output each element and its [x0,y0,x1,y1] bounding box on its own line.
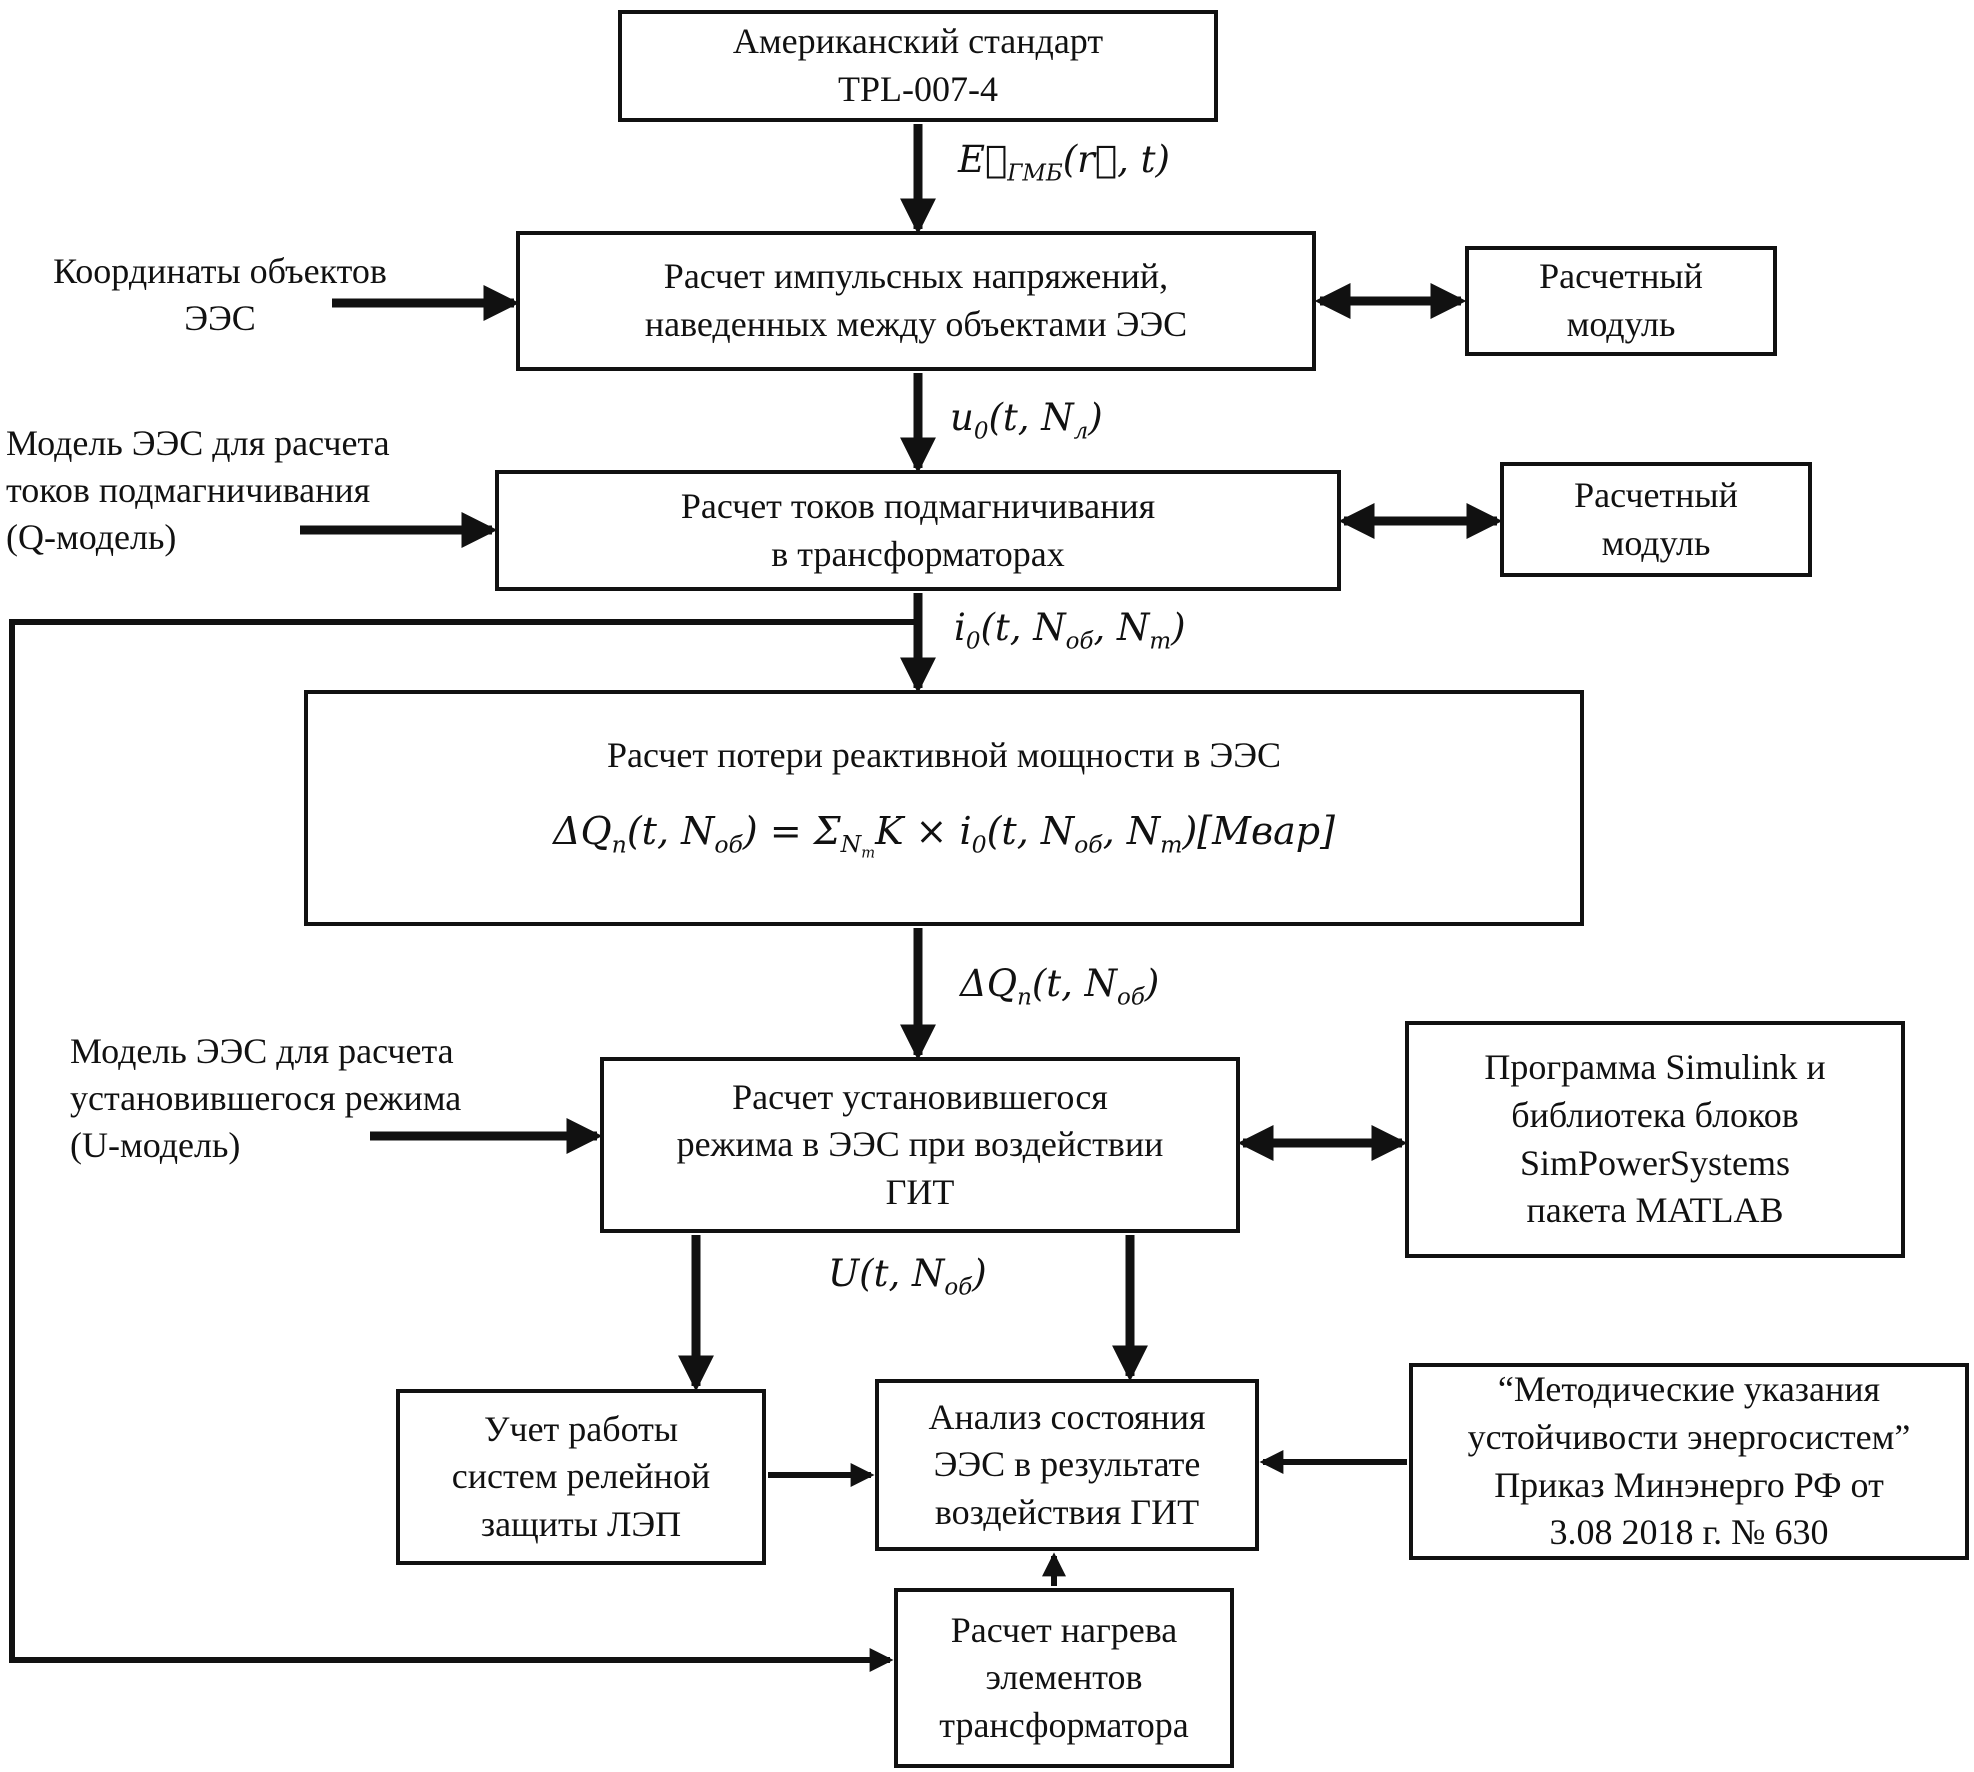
box-impulse-line-2: наведенных между объектами ЭЭС [644,304,1188,344]
box-magnetization-line-2: в трансформаторах [771,533,1065,574]
box-steady-line-2: режима в ЭЭС при воздействии [676,1124,1164,1165]
box-relay-line-2: систем релейной [451,1456,711,1497]
box-calc-module-1-line-1: Расчетный [1539,256,1703,297]
signal-label-e-field: E⃗ГМБ(r⃗, t) [958,138,1170,187]
box-transformer-heating: Расчет нагрева элементов трансформатора [894,1588,1234,1768]
box-simulink-line-3: SimPowerSystems [1519,1142,1791,1183]
box-guidelines-line-2: устойчивости энергосистем” [1467,1416,1911,1457]
box-relay-line-1: Учет работы [483,1408,679,1449]
box-relay-line-3: защиты ЛЭП [480,1503,682,1544]
box-standard-line-2: TPL-007-4 [838,69,998,109]
signal-label-u: U(t, Nоб) [828,1252,987,1301]
input-label-qmodel: Модель ЭЭС для расчета токов подмагничив… [6,420,486,560]
box-impulse-line-1: Расчет импульсных напряжений, [663,256,1169,297]
box-state-analysis: Анализ состояния ЭЭС в результате воздей… [875,1379,1259,1551]
box-reactive-formula: ΔQп(t, Nоб) = ΣNтK × i0(t, Nоб, Nт)[Мвар… [553,808,1335,862]
box-analysis-line-3: воздействия ГИТ [934,1491,1200,1532]
input-umodel-line-3: (U-модель) [70,1124,241,1165]
box-guidelines: “Методические указания устойчивости энер… [1409,1363,1969,1560]
box-calc-module-2-line-2: модуль [1601,522,1711,563]
box-magnetization-currents: Расчет токов подмагничивания в трансформ… [495,470,1341,591]
signal-label-i0: i0(t, Nоб, Nт) [954,606,1186,655]
box-magnetization-line-1: Расчет токов подмагничивания [680,485,1156,526]
signal-label-u0: u0(t, Nл) [950,396,1103,445]
input-qmodel-line-1: Модель ЭЭС для расчета [6,423,390,463]
box-simulink-line-1: Программа Simulink и [1484,1047,1826,1088]
box-relay-protection: Учет работы систем релейной защиты ЛЭП [396,1389,766,1565]
input-umodel-line-2: установившегося режима [70,1077,462,1118]
box-reactive-power-loss: Расчет потери реактивной мощности в ЭЭС … [304,690,1584,926]
box-reactive-title: Расчет потери реактивной мощности в ЭЭС [607,735,1281,776]
box-guidelines-line-1: “Методические указания [1497,1369,1881,1410]
box-guidelines-line-4: 3.08 2018 г. № 630 [1549,1512,1829,1553]
box-heating-line-2: элементов [985,1657,1143,1698]
box-simulink-line-4: пакета MATLAB [1526,1190,1784,1231]
input-label-umodel: Модель ЭЭС для расчета установившегося р… [70,1028,570,1168]
box-simulink-line-2: библиотека блоков [1511,1094,1799,1135]
box-heating-line-1: Расчет нагрева [950,1609,1178,1650]
signal-label-delta-q: ΔQп(t, Nоб) [960,962,1160,1011]
box-analysis-line-2: ЭЭС в результате [933,1444,1201,1485]
box-steady-line-1: Расчет установившегося [732,1076,1108,1117]
box-steady-state: Расчет установившегося режима в ЭЭС при … [600,1057,1240,1233]
box-guidelines-line-3: Приказ Минэнерго РФ от [1494,1464,1884,1505]
box-calc-module-1: Расчетный модуль [1465,246,1777,356]
input-qmodel-line-2: токов подмагничивания [6,469,371,510]
box-analysis-line-1: Анализ состояния [928,1396,1206,1437]
input-coords-line-1: Координаты объектов [53,251,387,291]
input-umodel-line-1: Модель ЭЭС для расчета [70,1031,454,1071]
input-qmodel-line-3: (Q-модель) [6,516,177,557]
box-calc-module-2-line-1: Расчетный [1574,474,1738,515]
feedback-line-i0-to-heating [9,619,918,1672]
box-calc-module-2: Расчетный модуль [1500,462,1812,577]
box-impulse-voltages: Расчет импульсных напряжений, наведенных… [516,231,1316,371]
input-coords-line-2: ЭЭС [184,297,256,338]
box-calc-module-1-line-2: модуль [1566,304,1676,344]
input-label-coordinates: Координаты объектов ЭЭС [10,248,430,342]
box-standard-line-1: Американский стандарт [732,21,1104,62]
box-heating-line-3: трансформатора [939,1704,1189,1745]
box-simulink: Программа Simulink и библиотека блоков S… [1405,1021,1905,1258]
box-standard: Американский стандарт TPL-007-4 [618,10,1218,122]
box-steady-line-3: ГИТ [885,1171,955,1212]
